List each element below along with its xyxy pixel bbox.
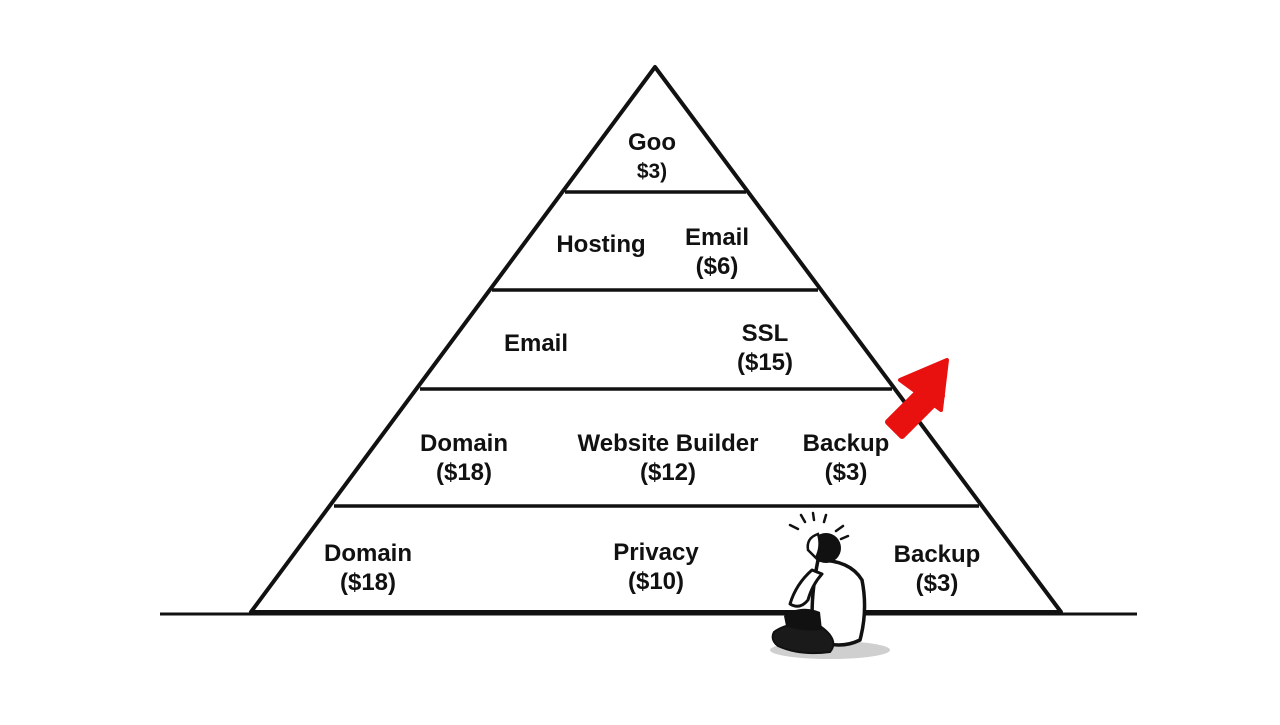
tier-2-label-1: Hosting — [556, 230, 645, 259]
item-name: Backup — [802, 430, 890, 457]
item-name: Privacy — [613, 539, 699, 566]
item-price: ($18) — [339, 569, 397, 596]
pyramid-outline — [249, 65, 1063, 614]
tier-5-label-3: Backup ($3) — [894, 540, 981, 598]
item-price: ($18) — [435, 459, 493, 486]
item-price: ($10) — [627, 568, 685, 595]
red-up-right-arrow-icon — [885, 358, 949, 439]
item-price: ($6) — [695, 253, 739, 280]
item-price: ($15) — [736, 349, 794, 376]
tier-1-label-1: Goo $3) — [628, 128, 676, 186]
item-price: ($12) — [639, 459, 697, 486]
tier-5-label-2: Privacy ($10) — [613, 538, 698, 596]
tier-3-label-1: Email — [504, 329, 568, 358]
item-price: ($3) — [824, 459, 868, 486]
item-name: Domain — [419, 430, 509, 457]
tier-4-label-1: Domain ($18) — [420, 429, 508, 487]
item-name: Backup — [893, 541, 981, 568]
tier-5-label-1: Domain ($18) — [324, 539, 412, 597]
tier-4-label-2: Website Builder ($12) — [578, 429, 759, 487]
item-name: Hosting — [556, 231, 646, 258]
tier-2-label-2: Email ($6) — [685, 223, 749, 281]
tier-3-label-2: SSL ($15) — [737, 319, 793, 377]
stressed-person-sitting-icon — [770, 511, 890, 659]
item-name: Website Builder — [577, 430, 759, 457]
item-price: $3) — [636, 160, 668, 183]
item-name: SSL — [741, 320, 789, 347]
item-price: ($3) — [915, 570, 959, 597]
item-name: Email — [503, 330, 569, 357]
tier-4-label-3: Backup ($3) — [803, 429, 890, 487]
item-name: Domain — [323, 540, 413, 567]
item-name: Goo — [628, 129, 676, 156]
item-name: Email — [684, 224, 750, 251]
